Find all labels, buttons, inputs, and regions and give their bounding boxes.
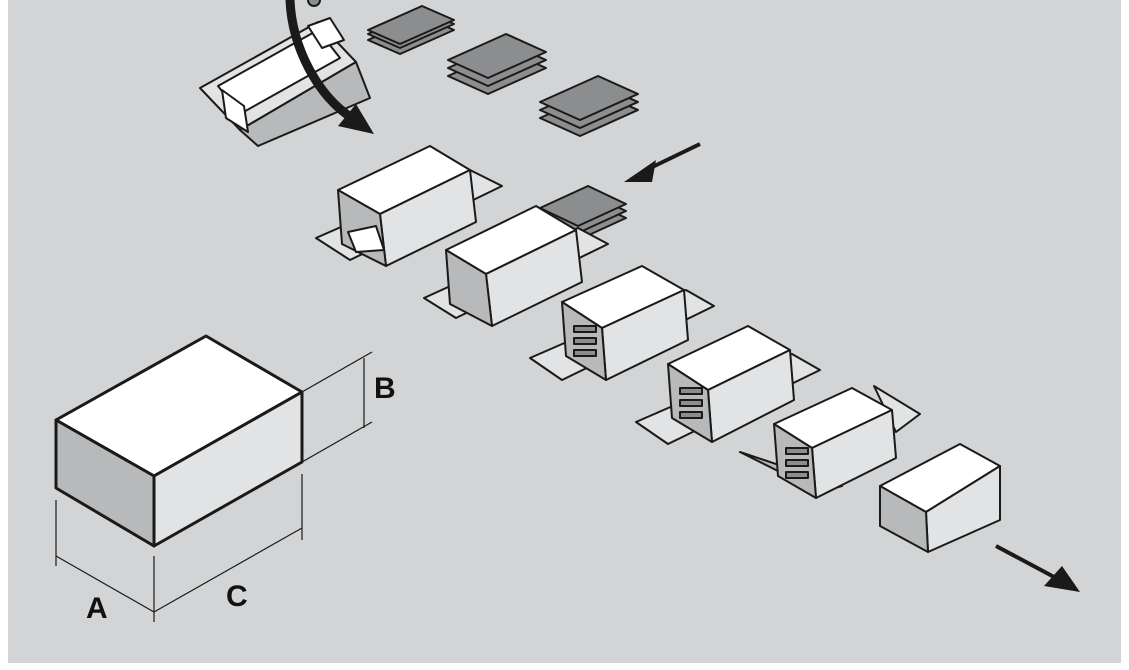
dimension-lines bbox=[55, 351, 373, 622]
open-carton bbox=[635, 325, 821, 445]
open-carton bbox=[529, 265, 715, 381]
blister-stack bbox=[447, 33, 547, 95]
arrow-icon bbox=[338, 104, 374, 134]
arrow-icon bbox=[995, 544, 1057, 580]
open-carton bbox=[315, 145, 503, 267]
closing-carton bbox=[739, 385, 921, 499]
dimension-label-b: B bbox=[374, 372, 396, 405]
blister-stack bbox=[539, 75, 639, 137]
dimension-label-c: C bbox=[226, 580, 248, 613]
arrow-icon bbox=[285, 0, 357, 123]
open-carton bbox=[423, 205, 609, 327]
arrow-icon bbox=[1044, 566, 1080, 592]
finished-carton bbox=[879, 443, 1001, 553]
carton-blank bbox=[199, 17, 371, 147]
dimension-carton bbox=[54, 334, 304, 548]
arrow-icon bbox=[624, 160, 656, 182]
blister-stack bbox=[367, 5, 455, 55]
blister-stack bbox=[307, 0, 321, 7]
dimension-label-a: A bbox=[86, 592, 108, 625]
